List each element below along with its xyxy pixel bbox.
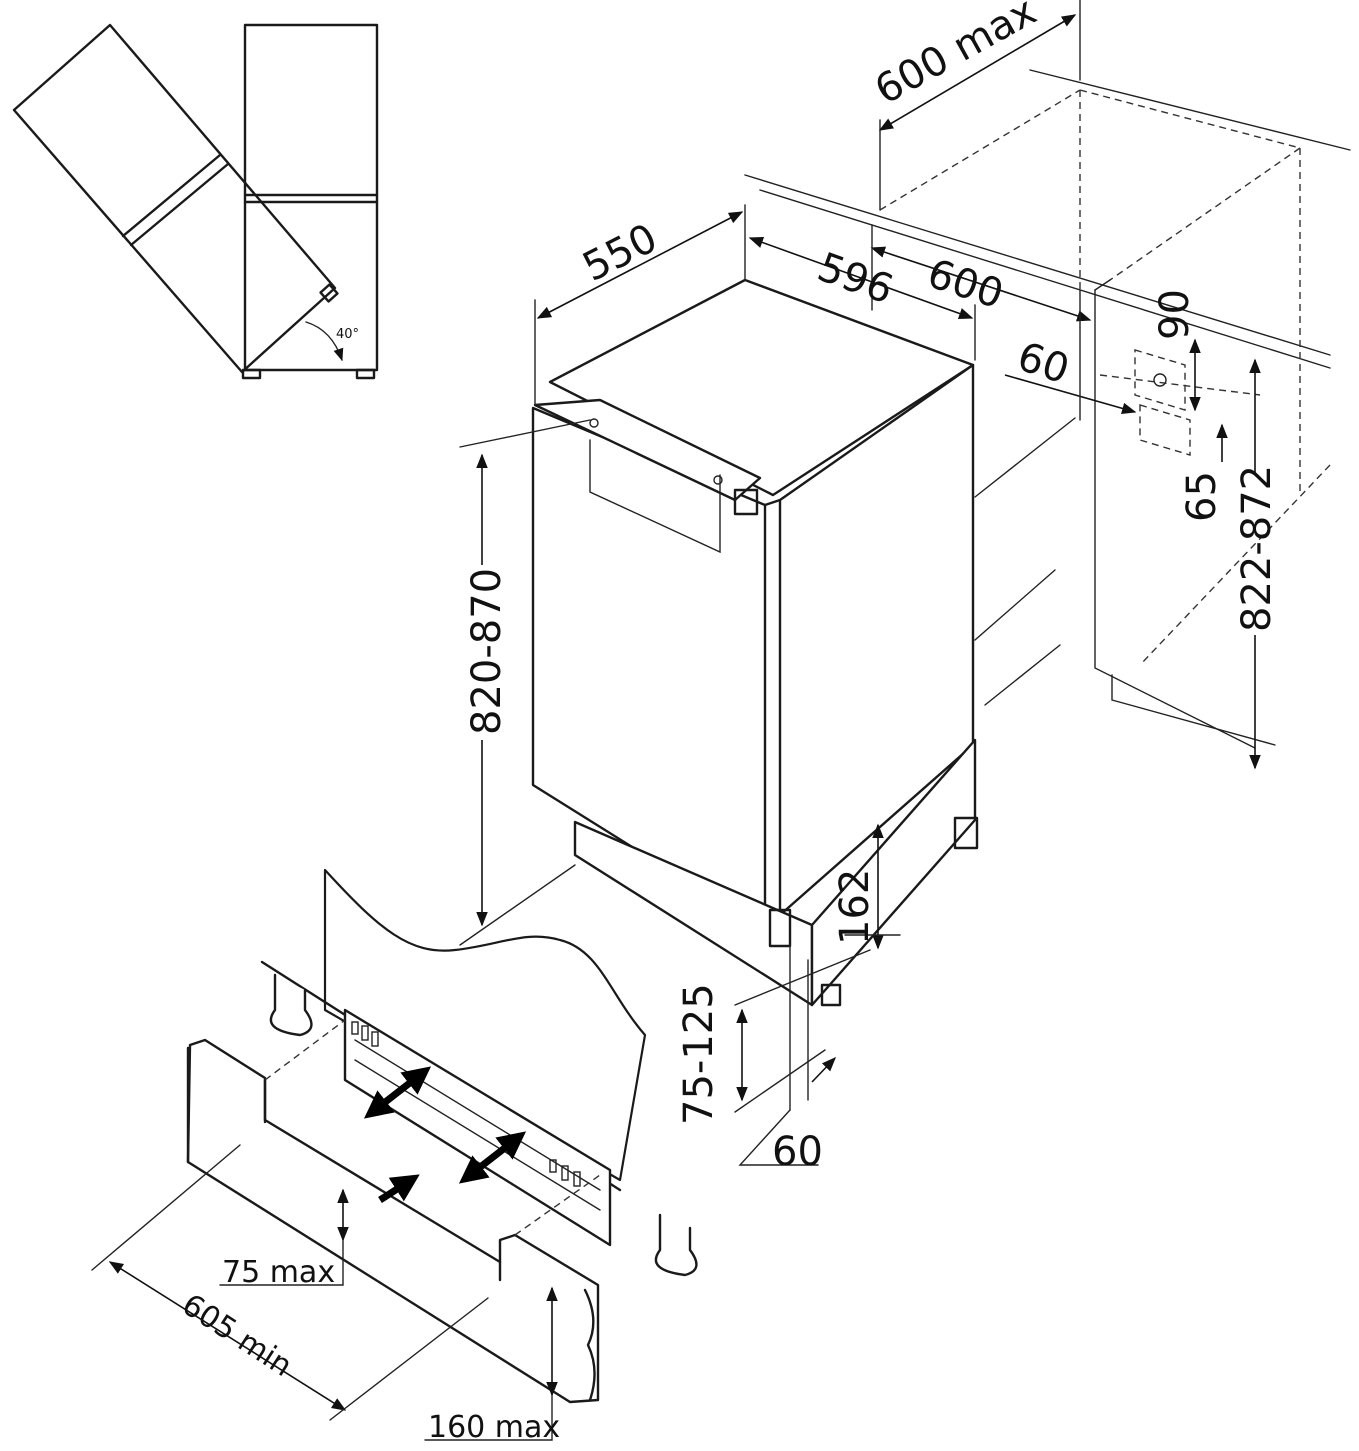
label-niche-width: 600 (922, 251, 1009, 318)
cabinet-door-cutaway (323, 868, 647, 1182)
worktop-edge-back (1029, 69, 1351, 151)
upright-appliance-outline (243, 23, 379, 372)
label-socket-height: 90 (1152, 289, 1198, 340)
vent-arrow-right (458, 1131, 527, 1184)
front-foot (820, 983, 842, 1007)
label-foot-height: 162 (832, 869, 878, 945)
label-niche-height: 822-872 (1234, 465, 1280, 632)
rear-foot (953, 816, 979, 850)
label-width-max: 600 max (868, 0, 1044, 114)
dimension-lines (91, 14, 1261, 1441)
plinth-board (186, 1038, 600, 1404)
label-vent-gap: 60 (1012, 334, 1075, 393)
tilted-door-split (121, 153, 222, 238)
top-hinge-strip (533, 398, 762, 502)
label-socket-offset: 65 (1179, 471, 1225, 522)
tilted-appliance-outline (12, 23, 337, 374)
tilt-angle-label: 40° (336, 327, 359, 342)
tilt-angle-arrow (305, 321, 344, 362)
label-plinth-vent: 75 max (222, 1255, 335, 1290)
label-depth: 550 (576, 215, 665, 291)
socket-icon (1153, 373, 1167, 387)
label-appliance-height: 820-870 (464, 568, 510, 735)
vent-arrow-plinth (378, 1174, 420, 1203)
grille-slots (351, 1021, 581, 1187)
door-hinge (733, 488, 759, 516)
label-plinth-height: 75-125 (676, 983, 722, 1125)
cabinet-side-panel (1094, 289, 1256, 749)
label-plinth-length: 605 min (176, 1287, 299, 1384)
label-width: 596 (812, 244, 899, 313)
label-plinth-depth: 60 (772, 1129, 823, 1175)
leg-left (269, 973, 313, 1037)
tilt-inset: 40° (12, 23, 379, 380)
plinth-assembly (186, 868, 698, 1404)
power-socket (1134, 349, 1191, 456)
vent-arrow-left (363, 1066, 432, 1119)
leg-right (654, 1213, 698, 1277)
appliance-body (459, 278, 1056, 1007)
label-plinth-max: 160 max (428, 1410, 560, 1445)
niche-cabinet (744, 0, 1351, 749)
